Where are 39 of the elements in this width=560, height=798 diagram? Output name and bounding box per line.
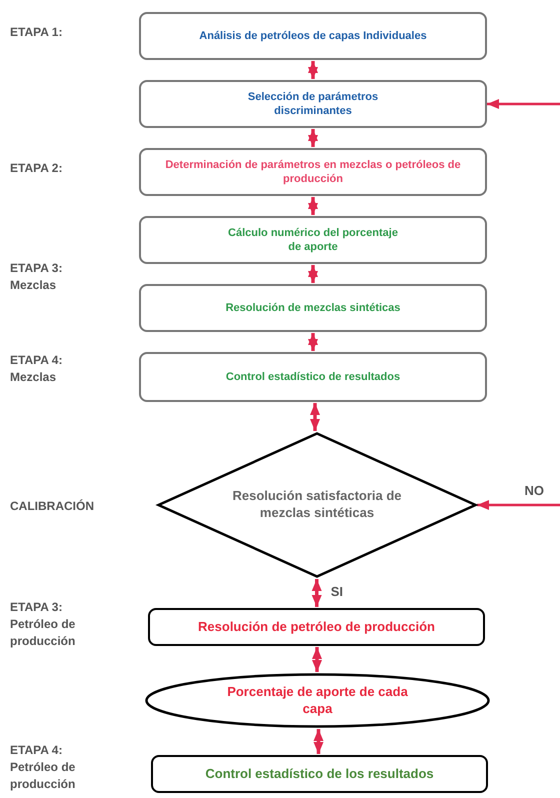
arrow: [308, 61, 318, 79]
stage-label: ETAPA 2:: [10, 160, 64, 177]
stage-label: ETAPA 3: Mezclas: [10, 260, 64, 294]
process-box: [151, 755, 488, 793]
arrow: [308, 265, 318, 283]
arrow: [308, 333, 318, 351]
arrow: [310, 403, 320, 431]
process-box: [139, 80, 487, 128]
stage-label: ETAPA 4: Petróleo de producción: [10, 742, 76, 793]
stage-label: ETAPA 4: Mezclas: [10, 352, 64, 386]
node-text: Selección de parámetros discriminantes: [246, 90, 380, 118]
process-box: [139, 352, 487, 402]
node-text: Resolución de petróleo de producción: [198, 618, 435, 636]
arrow: [308, 129, 318, 147]
node-text: Cálculo numérico del porcentaje de aporte: [227, 226, 399, 254]
terminal-ellipse: [145, 673, 490, 728]
node-text: Control estadístico de los resultados: [205, 766, 434, 782]
node-text: Análisis de petróleos de capas Individuales: [199, 28, 427, 44]
arrow: [308, 197, 318, 215]
arrow: [477, 500, 560, 510]
process-box: [139, 216, 487, 264]
decision-diamond: [157, 432, 477, 578]
process-box: [139, 284, 487, 332]
node-text: Porcentaje de aporte de cada capa: [226, 684, 409, 718]
arrow: [487, 99, 560, 109]
node-text: Determinación de parámetros en mezclas o petróleos de producción: [164, 158, 462, 186]
process-box: [148, 608, 485, 646]
process-box: [139, 12, 487, 60]
node-text: Control estadístico de resultados: [226, 370, 400, 384]
node-text: Resolución satisfactoria de mezclas sintéticas: [231, 488, 403, 522]
arrow: [312, 647, 322, 672]
node-text: Resolución de mezclas sintéticas: [226, 300, 400, 316]
stage-label: ETAPA 1:: [10, 24, 64, 41]
process-box: [139, 148, 487, 196]
arrow: [312, 579, 322, 607]
edge-label: SI: [328, 584, 346, 599]
edge-label: NO: [522, 483, 546, 498]
stage-label: ETAPA 3: Petróleo de producción: [10, 599, 76, 650]
arrow: [314, 729, 324, 754]
